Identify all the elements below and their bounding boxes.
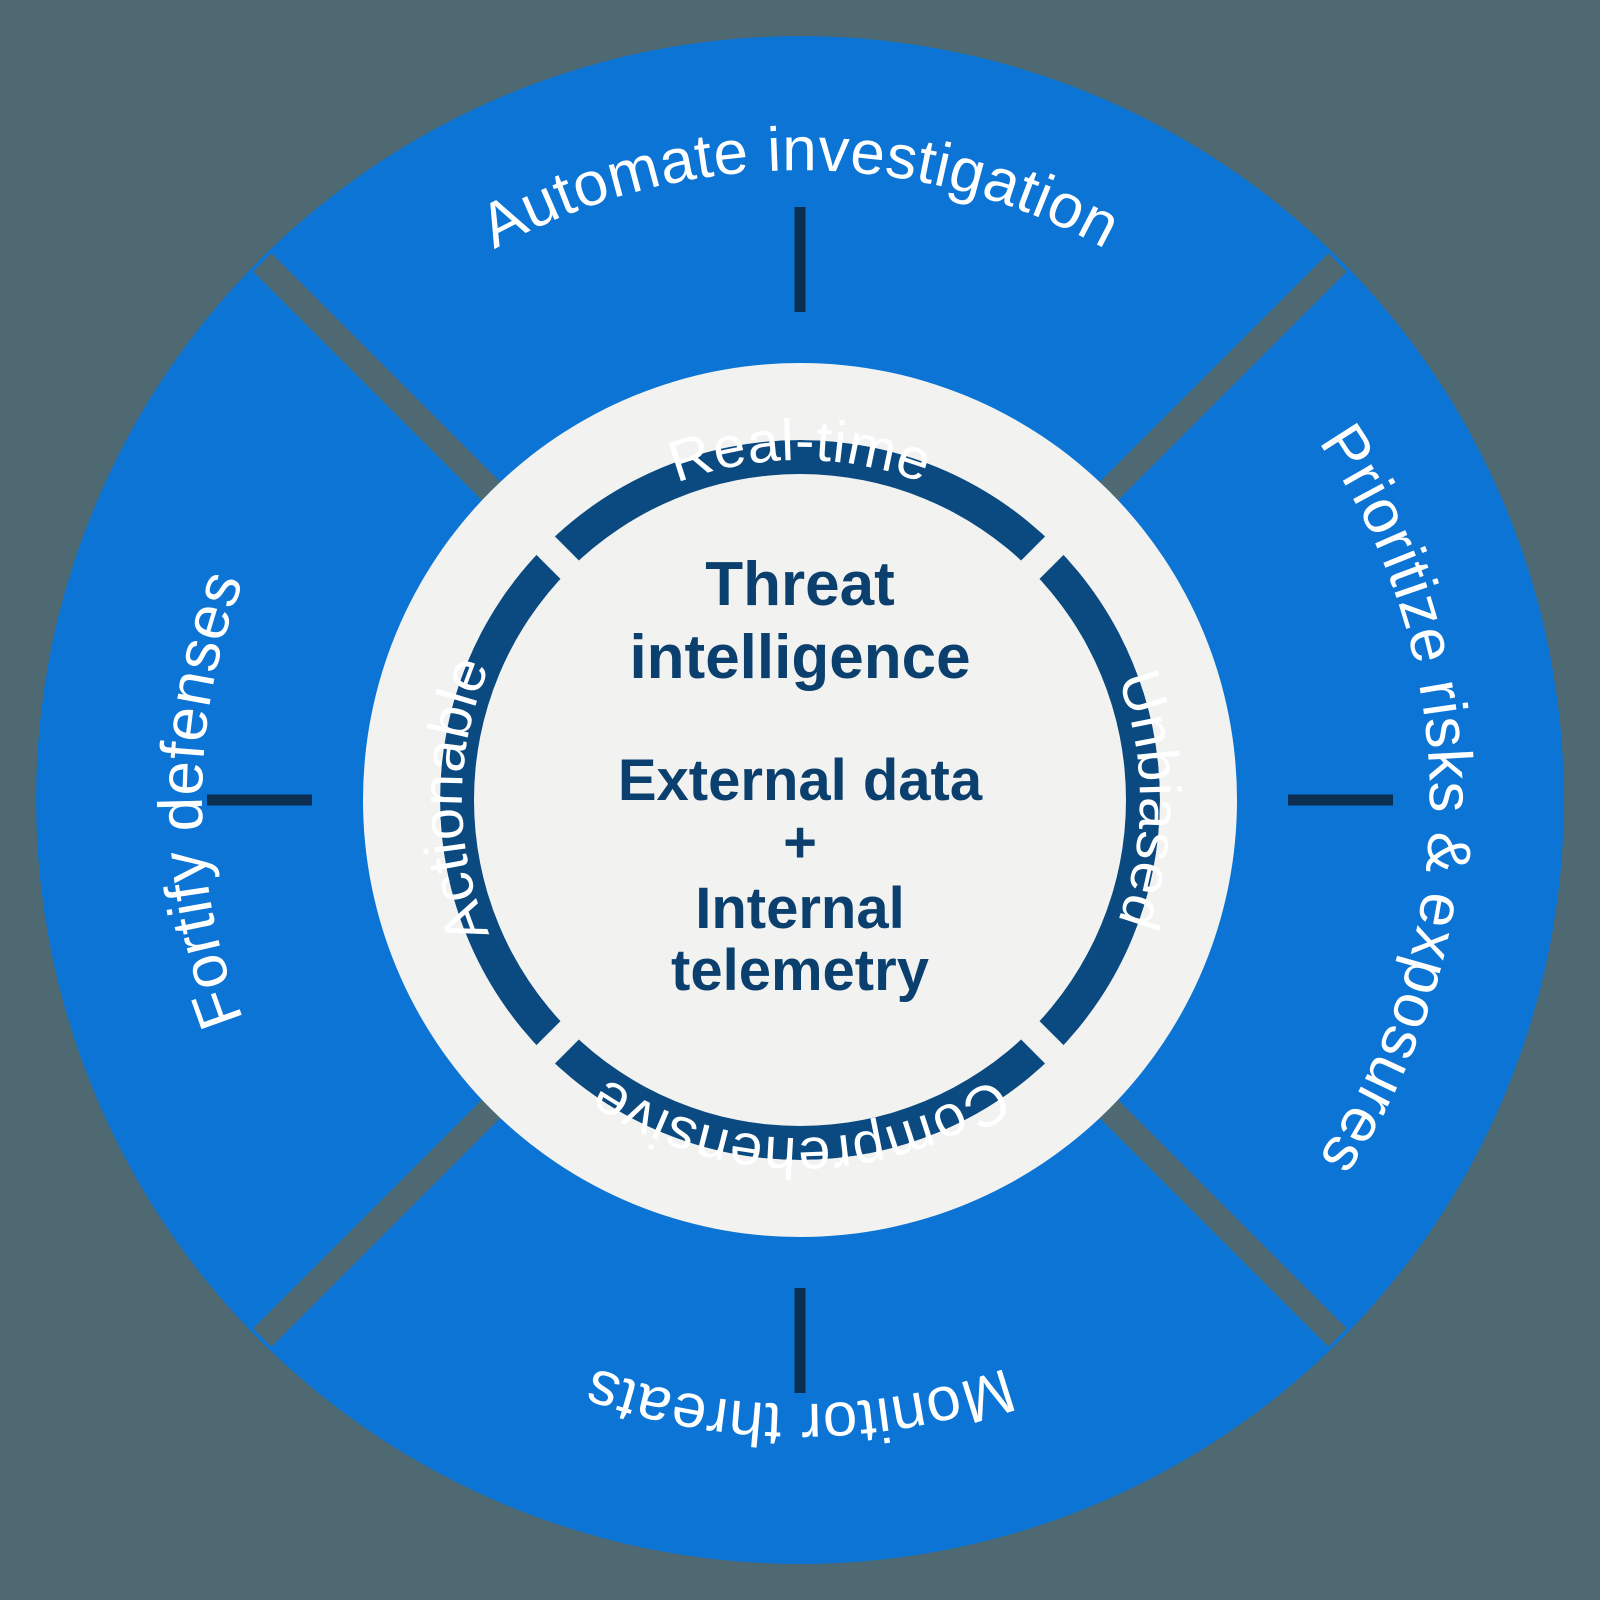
center-heading-line2: intelligence	[629, 623, 970, 692]
center-sub-line2: +	[783, 810, 817, 875]
center-circle	[474, 474, 1126, 1126]
center-text-block: Threat intelligence External data + Inte…	[618, 550, 983, 1003]
inner-ring	[440, 440, 1160, 1160]
center-sub-line4: telemetry	[671, 938, 929, 1003]
center-sub-line3: Internal	[695, 876, 905, 941]
tick-marks	[207, 207, 1393, 1393]
center-heading-line1: Threat	[705, 550, 894, 619]
center-sub-line1: External data	[618, 748, 983, 813]
